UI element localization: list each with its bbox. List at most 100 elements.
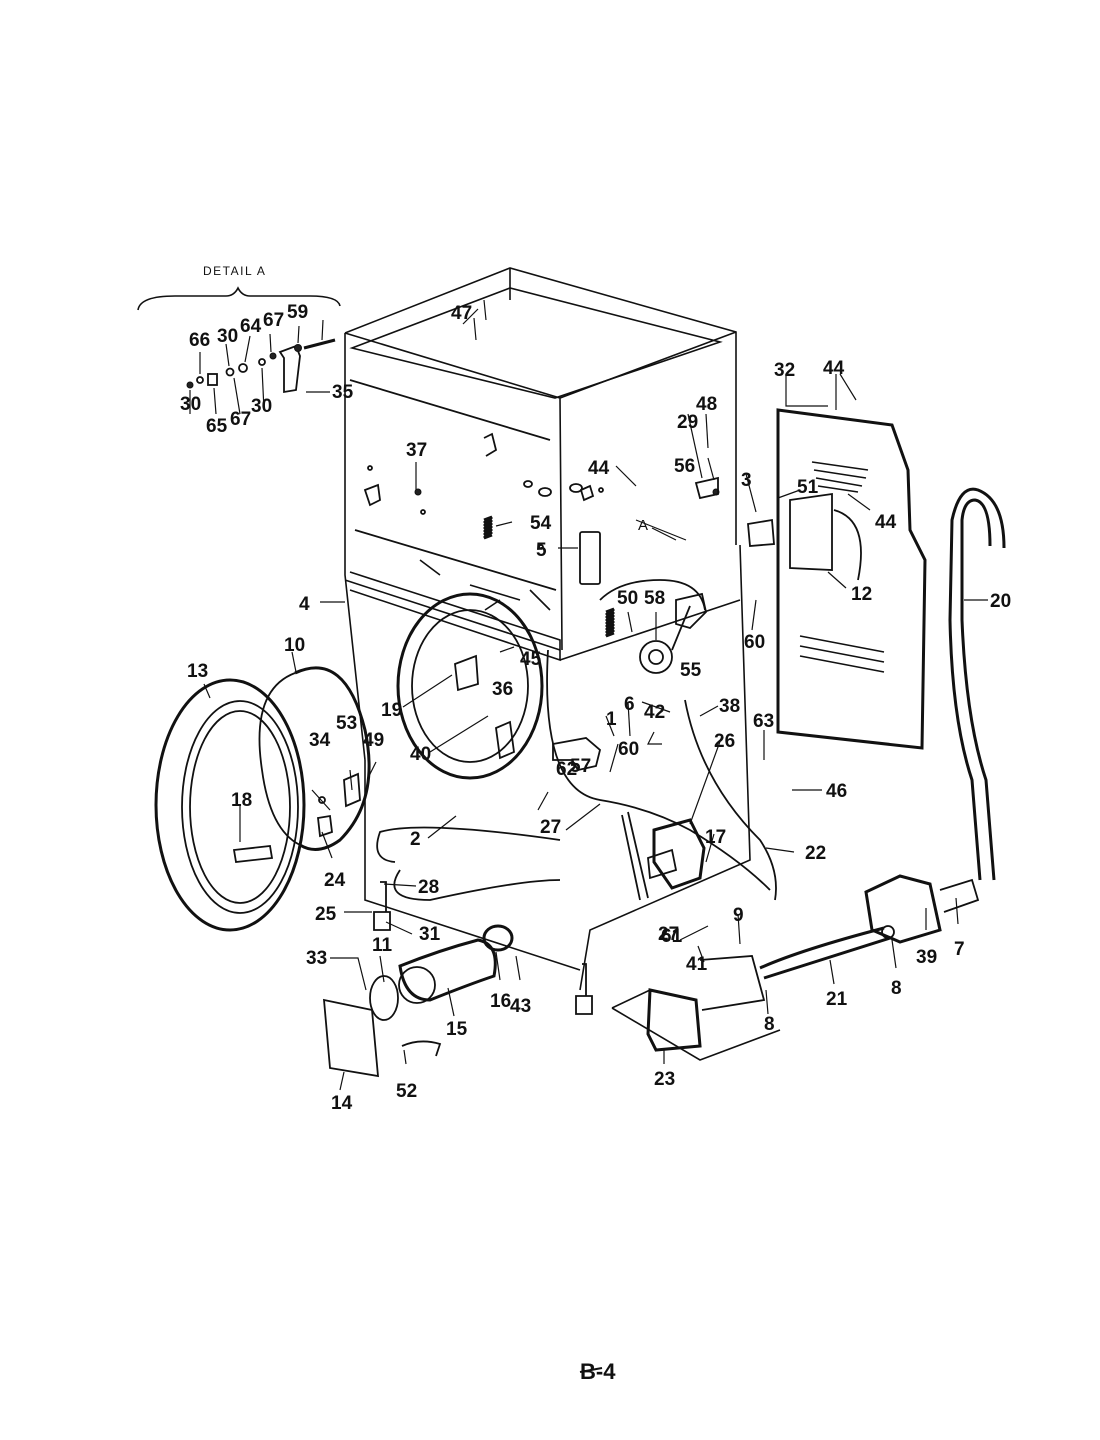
callout-label: 58 xyxy=(644,588,665,609)
callout-label: 35 xyxy=(332,382,354,403)
callout-label: 39 xyxy=(916,947,937,968)
callout-label: 2 xyxy=(410,829,421,850)
detail-a-brace xyxy=(137,286,341,311)
back-panel-32 xyxy=(747,408,927,750)
callout-label: 59 xyxy=(287,302,308,323)
detail-a-heading: DETAIL A xyxy=(203,264,266,278)
callout-label: 29 xyxy=(677,412,698,433)
callout-label: 31 xyxy=(419,924,441,945)
clamp-53 xyxy=(401,1040,442,1057)
callout-label: 38 xyxy=(719,696,740,717)
door-13 xyxy=(154,678,306,932)
detail-a-parts xyxy=(186,319,336,415)
callout-label: 24 xyxy=(324,870,346,891)
callout-label: 61 xyxy=(661,926,683,947)
callout-label: 21 xyxy=(826,989,848,1010)
callout-label: 41 xyxy=(686,954,708,975)
callout-label: 67 xyxy=(230,409,251,430)
callout-label: 37 xyxy=(406,440,427,461)
callout-label: 30 xyxy=(251,396,272,417)
cabinet xyxy=(344,267,751,991)
callout-label: 16 xyxy=(490,991,511,1012)
callout-label: 10 xyxy=(284,635,305,656)
callout-label: 43 xyxy=(510,996,531,1017)
foot-hardware xyxy=(373,881,593,1015)
callout-label: 22 xyxy=(805,843,826,864)
callout-label: 23 xyxy=(654,1069,675,1090)
callout-label: 1 xyxy=(606,709,617,730)
filter-housing-15 xyxy=(369,938,497,1021)
callout-label: 32 xyxy=(774,360,795,381)
hinge-parts xyxy=(317,772,361,838)
callout-label: 50 xyxy=(617,588,638,609)
top-hardware xyxy=(363,432,720,507)
drain-hose-20 xyxy=(948,487,1006,881)
component-5 xyxy=(579,531,601,585)
callout-label: 26 xyxy=(714,731,735,752)
callout-label: 54 xyxy=(530,513,552,534)
callout-label: 44 xyxy=(823,358,845,379)
callout-label: 5 xyxy=(536,540,547,561)
callout-label: 36 xyxy=(492,679,513,700)
callout-label: 15 xyxy=(446,1019,468,1040)
callout-label: 67 xyxy=(263,310,284,331)
relay-26 xyxy=(647,818,706,890)
callout-label: 20 xyxy=(990,591,1011,612)
callout-label: 9 xyxy=(733,905,744,926)
callout-label: 12 xyxy=(851,584,872,605)
callout-label: 6 xyxy=(624,694,635,715)
callout-label: 3 xyxy=(741,470,752,491)
view-marker-a: A xyxy=(638,517,677,541)
callout-label: 4 xyxy=(299,594,310,615)
callout-label: 25 xyxy=(315,904,337,925)
callout-label: 17 xyxy=(705,827,726,848)
callout-label: 48 xyxy=(696,394,717,415)
callout-label: 45 xyxy=(520,649,542,670)
callout-label: 8 xyxy=(764,1014,775,1035)
pump-bracket-58 xyxy=(552,737,602,772)
callout-label: 11 xyxy=(372,935,393,956)
callout-label: 30 xyxy=(180,394,201,415)
door-ring-10 xyxy=(258,666,371,851)
callout-label: 64 xyxy=(240,316,262,337)
callout-label: 8 xyxy=(891,978,902,999)
callout-label: 30 xyxy=(217,326,238,347)
cabinet-outline xyxy=(344,267,737,761)
callout-label: 60 xyxy=(618,739,639,760)
detail-a-group: DETAIL A xyxy=(137,264,341,415)
cover-14 xyxy=(322,998,380,1078)
callout-label: 13 xyxy=(187,661,208,682)
callout-label: 47 xyxy=(451,303,472,324)
view-marker-label: A xyxy=(638,517,648,534)
callout-label: 44 xyxy=(875,512,897,533)
callout-label: 19 xyxy=(381,700,402,721)
callout-label: 42 xyxy=(644,702,665,723)
callout-label: 40 xyxy=(410,744,431,765)
pulley-59 xyxy=(639,605,691,674)
pump-39 xyxy=(759,874,980,980)
callout-label: 27 xyxy=(540,817,561,838)
callout-label: 51 xyxy=(797,477,819,498)
spring-55 xyxy=(483,515,493,540)
callout-label: 34 xyxy=(309,730,331,751)
callout-label: 52 xyxy=(396,1081,417,1102)
callout-label: 33 xyxy=(306,948,327,969)
callout-label: 14 xyxy=(331,1093,353,1114)
spring-51 xyxy=(605,607,615,638)
callout-label: 55 xyxy=(680,660,702,681)
callout-label: 65 xyxy=(206,416,228,437)
callout-label: 60 xyxy=(744,632,765,653)
callout-label: 18 xyxy=(231,790,252,811)
callout-label: 28 xyxy=(418,877,439,898)
callout-label: 49 xyxy=(363,730,384,751)
switch-56 xyxy=(675,592,707,630)
callout-label: 46 xyxy=(826,781,847,802)
callout-label: 27 xyxy=(658,924,679,945)
belt-loop xyxy=(599,579,706,611)
motor-23 xyxy=(611,955,781,1061)
callout-label: 66 xyxy=(189,330,210,351)
internal-hoses xyxy=(376,649,777,901)
callout-label: 53 xyxy=(336,713,357,734)
callout-label: 7 xyxy=(954,939,965,960)
